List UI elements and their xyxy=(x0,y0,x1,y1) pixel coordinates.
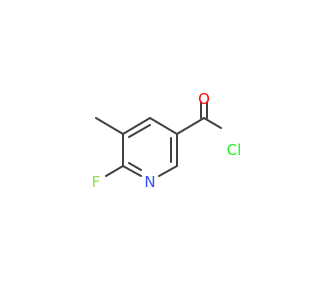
atom-label-chlorine: Cl xyxy=(227,141,242,159)
bond-ring-n1-c6 xyxy=(122,165,142,177)
background xyxy=(0,0,300,300)
bond-ring-n1-c6-inner xyxy=(128,162,142,171)
atom-label-oxygen: O xyxy=(198,90,210,108)
atom-label-nitrogen: N xyxy=(144,173,155,191)
atom-label-fluorine: F xyxy=(92,173,101,191)
bond-c-f xyxy=(105,165,124,177)
bond-ring-c2-c3 xyxy=(122,117,151,135)
bond-ring-c5-n1 xyxy=(158,165,178,177)
bond-methyl xyxy=(95,117,124,135)
bond-c-cl xyxy=(203,117,222,129)
molecule-diagram: F N O Cl xyxy=(0,0,300,300)
bond-ring-c2-c3-inner xyxy=(128,124,151,138)
bond-ring-to-carbonyl xyxy=(176,117,205,135)
bond-ring-c3-c4 xyxy=(149,117,178,135)
